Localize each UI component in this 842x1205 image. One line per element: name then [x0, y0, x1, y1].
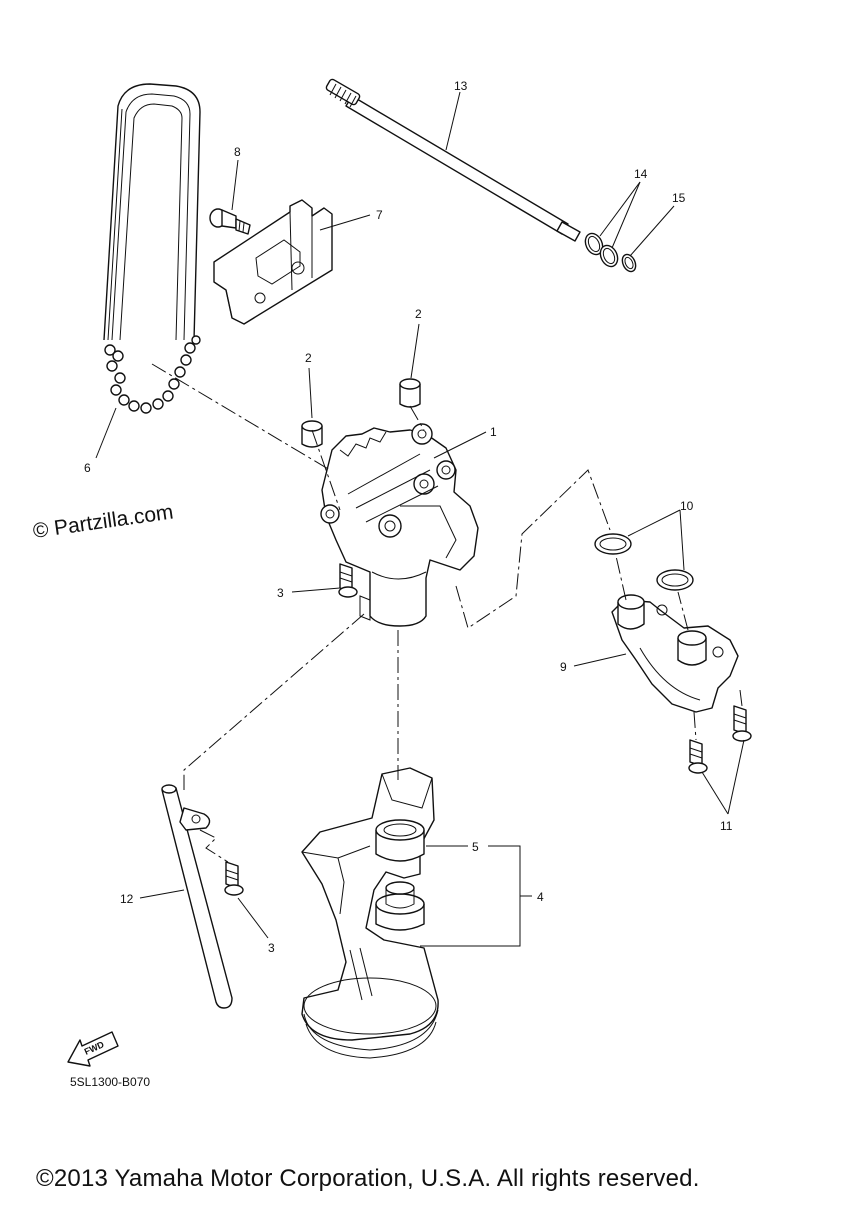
callout-3-lower: 3 — [268, 941, 275, 955]
callout-13: 13 — [454, 79, 468, 93]
callout-labels: 13 14 15 8 7 2 2 1 6 3 10 9 11 5 4 12 3 — [84, 79, 733, 955]
part-3-bolt-upper — [338, 563, 358, 598]
part-11-bolt-left — [688, 739, 708, 774]
part-1-oil-pump — [320, 423, 479, 627]
part-12-rod — [161, 784, 233, 1009]
part-14-o-rings — [584, 232, 619, 268]
part-10-o-rings — [594, 533, 694, 591]
part-5-o-ring-upper — [375, 819, 425, 862]
copyright-footer: ©2013 Yamaha Motor Corporation, U.S.A. A… — [36, 1165, 700, 1192]
callout-14: 14 — [634, 167, 648, 181]
callout-1: 1 — [490, 425, 497, 439]
callout-15: 15 — [672, 191, 686, 205]
leader-lines — [95, 91, 745, 947]
part-2-dowel-pin-right — [399, 378, 421, 408]
callout-4: 4 — [537, 890, 544, 904]
part-7-chain-guide — [213, 199, 333, 325]
assembly-lines — [151, 363, 743, 863]
callout-10: 10 — [680, 499, 694, 513]
part-9-pipe — [611, 594, 739, 713]
callout-12: 12 — [120, 892, 134, 906]
callout-5: 5 — [472, 840, 479, 854]
part-13-shaft — [325, 78, 581, 242]
chain-links — [104, 335, 201, 414]
diagram-code: 5SL1300-B070 — [70, 1075, 150, 1089]
callout-6: 6 — [84, 461, 91, 475]
callout-8: 8 — [234, 145, 241, 159]
part-6-drive-chain — [103, 83, 201, 414]
part-11-bolt-right — [732, 705, 752, 742]
callout-11: 11 — [720, 819, 733, 833]
part-5-o-ring-lower — [375, 881, 425, 931]
fwd-arrow-icon: FWD — [67, 1031, 119, 1067]
part-3-bolt-lower — [224, 861, 244, 896]
watermark-text: © Partzilla.com — [31, 500, 174, 542]
callout-3-upper: 3 — [277, 586, 284, 600]
callout-2-right: 2 — [415, 307, 422, 321]
callout-7: 7 — [376, 208, 383, 222]
part-8-bolt — [209, 208, 251, 235]
callout-9: 9 — [560, 660, 567, 674]
part-2-dowel-pin-left — [301, 420, 323, 448]
part-15-o-ring — [621, 253, 637, 273]
callout-2-left: 2 — [305, 351, 312, 365]
